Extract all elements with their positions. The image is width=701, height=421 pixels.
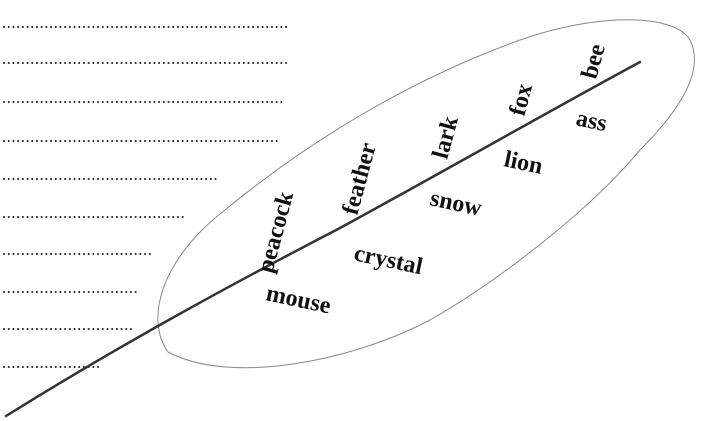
word-ass: ass [574, 105, 609, 137]
word-lion: lion [502, 146, 545, 179]
word-crystal: crystal [352, 240, 426, 280]
word-bee: bee [577, 41, 611, 82]
word-feather: feather [338, 140, 382, 218]
word-snow: snow [428, 185, 485, 221]
word-mouse: mouse [264, 280, 334, 319]
feather-outline [157, 19, 695, 369]
word-lark: lark [428, 113, 464, 162]
answer-lines [3, 26, 289, 368]
word-fox: fox [505, 81, 538, 119]
quill-line [4, 60, 642, 418]
words-above-line: peacock feather lark fox bee [253, 41, 611, 276]
word-peacock: peacock [253, 188, 300, 275]
